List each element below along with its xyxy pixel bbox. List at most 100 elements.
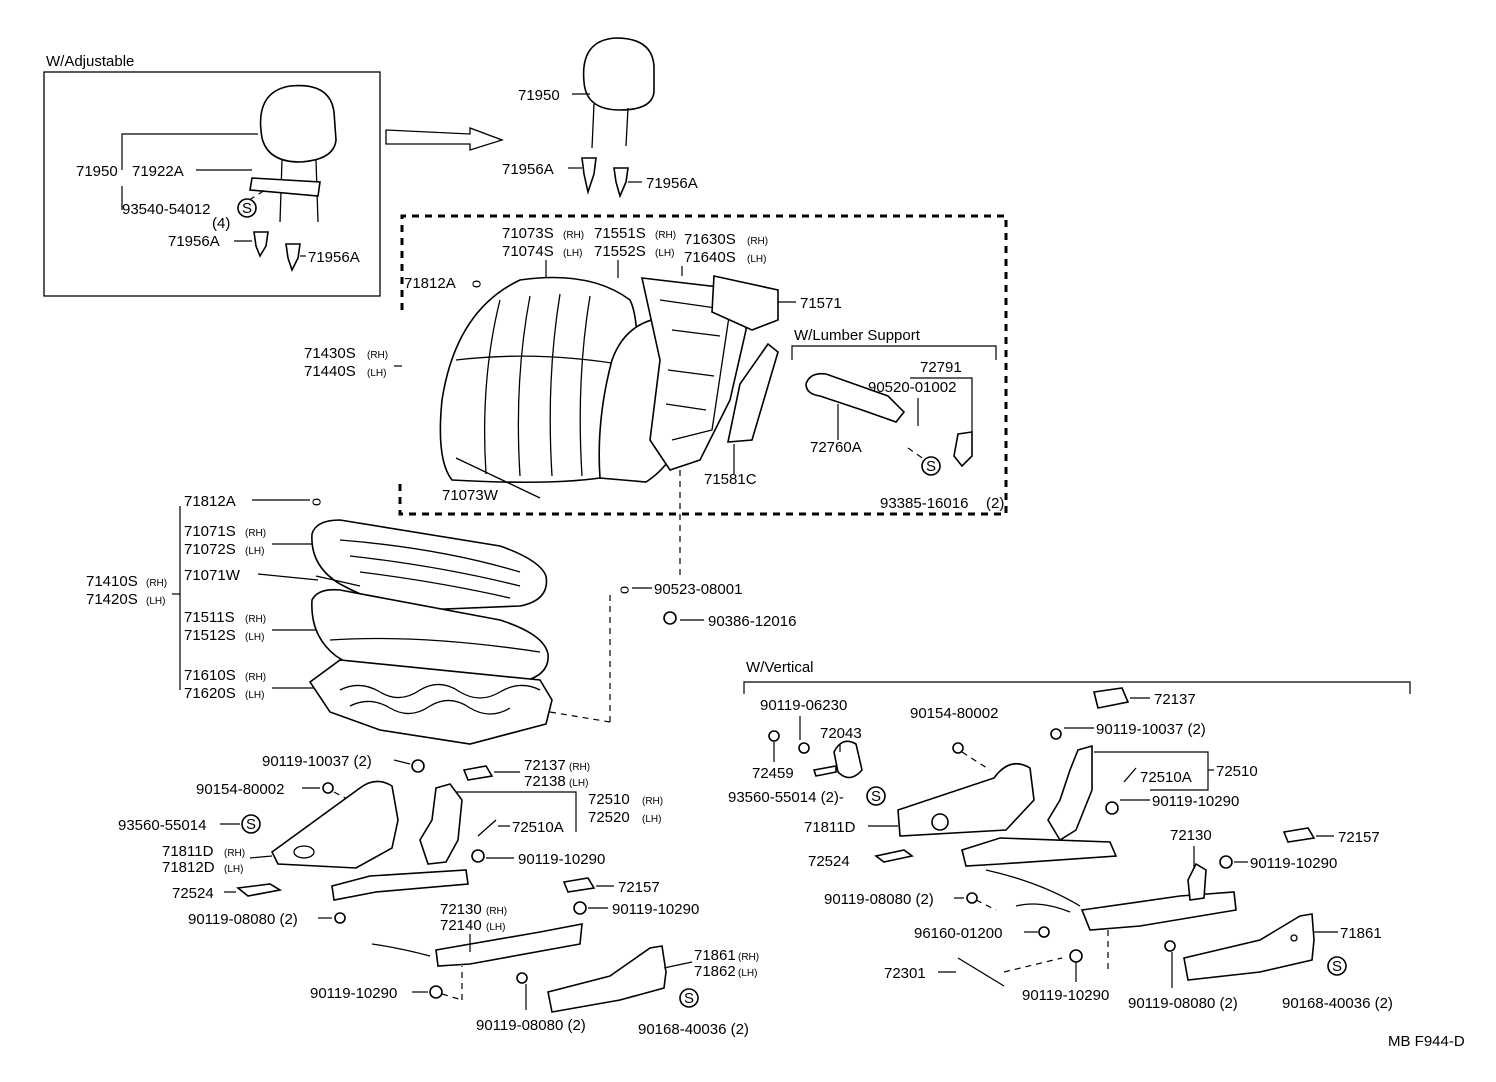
bolt-icon — [1105, 801, 1119, 815]
label-93385-16016: 93385-16016 — [880, 495, 968, 512]
lumber-support-knob — [953, 431, 973, 468]
cover-72157 — [562, 877, 596, 893]
label-71812A: 71812A — [184, 493, 236, 510]
headrest-guide-left — [253, 231, 269, 258]
label-90154-80002: 90154-80002 — [196, 781, 284, 798]
hog-ring-icon: ᴑ — [472, 275, 481, 292]
seatback-dashed-frame — [398, 214, 1008, 516]
label-90386-12016: 90386-12016 — [708, 613, 796, 630]
bolt-icon — [471, 849, 485, 863]
label-96160-01200: 96160-01200 — [914, 925, 1002, 942]
bolt-icon — [334, 912, 346, 924]
label-71861: 71861 — [1340, 925, 1382, 942]
label-71072S: 71072S — [184, 541, 236, 558]
sub-rh: (RH) — [569, 762, 590, 773]
sealant-letter: S — [242, 200, 252, 217]
sub-rh: (RH) — [747, 236, 768, 247]
spring-icon — [477, 819, 497, 837]
bolt-icon — [798, 742, 810, 754]
label-72157: 72157 — [1338, 829, 1380, 846]
label-71956A: 71956A — [646, 175, 698, 192]
cover-72157 — [1282, 827, 1316, 843]
lumber-support-lever — [805, 372, 906, 423]
label-72524: 72524 — [172, 885, 214, 902]
label-71956A: 71956A — [308, 249, 360, 266]
label-90119-10037: 90119-10037 (2) — [1096, 721, 1206, 738]
sub-lh: (LH) — [738, 968, 757, 979]
spring-icon — [1123, 767, 1137, 783]
headrest-guide-right — [613, 167, 629, 199]
sealant-symbol — [866, 786, 886, 806]
sub-lh: (LH) — [563, 248, 582, 259]
outer-shield — [547, 945, 667, 1013]
vertical-recliner-bracket — [1047, 744, 1093, 842]
adjustable-headrest — [259, 84, 337, 163]
cushion-frame — [308, 659, 553, 745]
label-72520: 72520 — [588, 809, 630, 826]
bolt-icon — [322, 782, 334, 794]
label-71812D: 71812D — [162, 859, 215, 876]
bolt-icon — [1219, 855, 1233, 869]
label-71630S: 71630S — [684, 231, 736, 248]
sub-lh: (LH) — [367, 368, 386, 379]
label-71551S: 71551S — [594, 225, 646, 242]
label-71571: 71571 — [800, 295, 842, 312]
vertical-outer-shield — [1183, 913, 1315, 981]
seat-shield — [270, 780, 399, 869]
label-72510A: 72510A — [512, 819, 564, 836]
sub-lh: (LH) — [245, 546, 264, 557]
label-72043: 72043 — [820, 725, 862, 742]
label-72138: 72138 — [524, 773, 566, 790]
vertical-section-title: W/Vertical — [746, 659, 814, 676]
cover-72137 — [462, 765, 494, 781]
vertical-recliner-lower — [1187, 862, 1207, 901]
label-90119-10290: 90119-10290 — [1250, 855, 1337, 872]
bolt-icon — [1038, 926, 1050, 938]
bolt-icon — [966, 892, 978, 904]
label-72510: 72510 — [588, 791, 630, 808]
label-71811D: 71811D — [162, 843, 214, 860]
label-71440S: 71440S — [304, 363, 356, 380]
sub-rh: (RH) — [224, 848, 245, 859]
seat-track-upper — [331, 869, 469, 901]
label-71581C: 71581C — [704, 471, 757, 488]
label-90119-10290: 90119-10290 — [612, 901, 699, 918]
seatback-wire — [455, 457, 541, 499]
label-71950: 71950 — [518, 87, 560, 104]
sub-rh: (RH) — [367, 350, 388, 361]
label-qty-4: (4) — [212, 215, 230, 232]
adjustable-headrest-bracket — [249, 177, 321, 197]
label-90119-08080: 90119-08080 (2) — [476, 1017, 586, 1034]
label-90168-40036: 90168-40036 (2) — [638, 1021, 749, 1038]
label-71812A: 71812A — [404, 275, 456, 292]
adjustable-section: W/Adjustable 71950 71922A 93540-54012 S … — [43, 53, 505, 297]
bolt-icon — [1164, 940, 1176, 952]
hog-ring-icon: ᴑ — [312, 493, 321, 510]
label-71430S: 71430S — [304, 345, 356, 362]
label-93560-55014: 93560-55014 (2)- — [728, 789, 844, 806]
headrest-guide-left — [581, 157, 597, 195]
label-90119-08080: 90119-08080 (2) — [1128, 995, 1238, 1012]
label-90119-10037: 90119-10037 (2) — [262, 753, 372, 770]
label-72137: 72137 — [524, 757, 566, 774]
label-72130: 72130 — [1170, 827, 1212, 844]
sub-lh: (LH) — [655, 248, 674, 259]
label-72140: 72140 — [440, 917, 482, 934]
sub-lh: (LH) — [224, 864, 243, 875]
cover-72137 — [1093, 687, 1130, 709]
sealant-letter: S — [871, 788, 881, 805]
sub-rh: (RH) — [245, 672, 266, 683]
headrest — [582, 37, 655, 111]
label-90119-10290: 90119-10290 — [310, 985, 397, 1002]
seatback-board — [711, 275, 779, 331]
label-71922A: 71922A — [132, 163, 184, 180]
label-qty-2: (2) — [986, 495, 1004, 512]
label-71420S: 71420S — [86, 591, 138, 608]
label-72459: 72459 — [752, 765, 794, 782]
label-71862: 71862 — [694, 963, 736, 980]
sub-rh: (RH) — [486, 906, 507, 917]
vertical-seat-shield — [897, 762, 1035, 837]
label-72510: 72510 — [1216, 763, 1258, 780]
sub-lh: (LH) — [747, 254, 766, 265]
recliner-bracket — [419, 783, 463, 865]
